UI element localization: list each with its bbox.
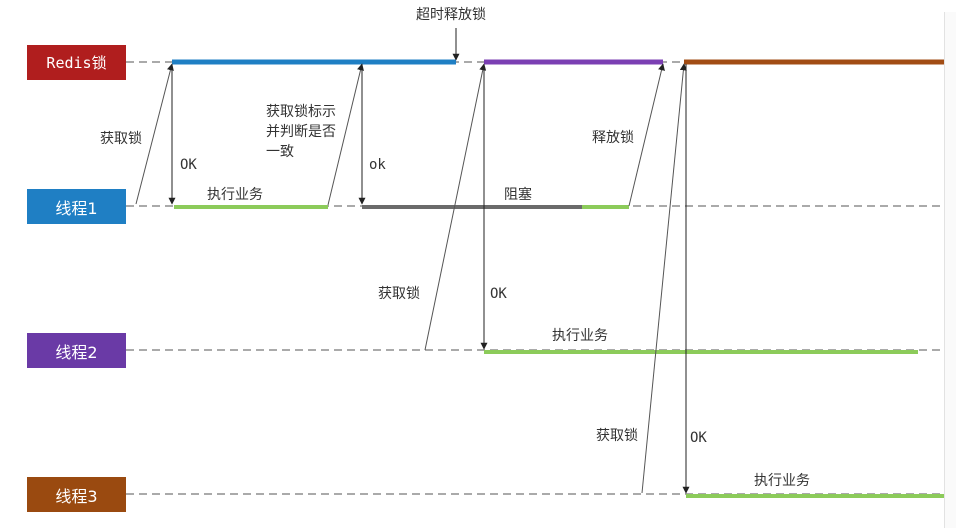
thread1-execute-text: 执行业务 [207,187,263,203]
thread2-acquire-text: 获取锁 [378,286,420,302]
thread1-check-text-line1: 获取锁标示 [266,104,336,120]
timeout-release-text: 超时释放锁 [416,7,486,23]
thread3-label: 线程3 [27,477,126,512]
thread1-acquire-text: 获取锁 [100,131,142,147]
thread1-label: 线程1 [27,189,126,224]
thread2-ok-text: OK [490,286,507,302]
thread3-execute-text: 执行业务 [754,473,810,489]
thread1-check-ok-text: ok [369,157,386,173]
thread1-release-text: 释放锁 [592,130,634,146]
thread3-acquire-text: 获取锁 [596,428,638,444]
thread2-acquire-arrow [424,63,487,351]
thread2-label: 线程2 [27,333,126,368]
thread2-execute-text: 执行业务 [552,328,608,344]
thread3-ok-text: OK [690,430,707,446]
thread1-acquire-arrow [135,63,174,205]
thread1-ok-text: OK [180,157,197,173]
thread1-check-text-line2: 并判断是否 [266,124,336,140]
thread1-check-text-line3: 一致 [266,144,294,160]
thread1-blocked-text: 阻塞 [504,187,532,203]
redis-lock-label: Redis锁 [27,45,126,80]
thread1-release-arrow [628,63,665,207]
thread1-check-arrow [327,63,364,206]
thread3-acquire-arrow [641,63,687,494]
adjacent-panel-edge [944,12,956,528]
